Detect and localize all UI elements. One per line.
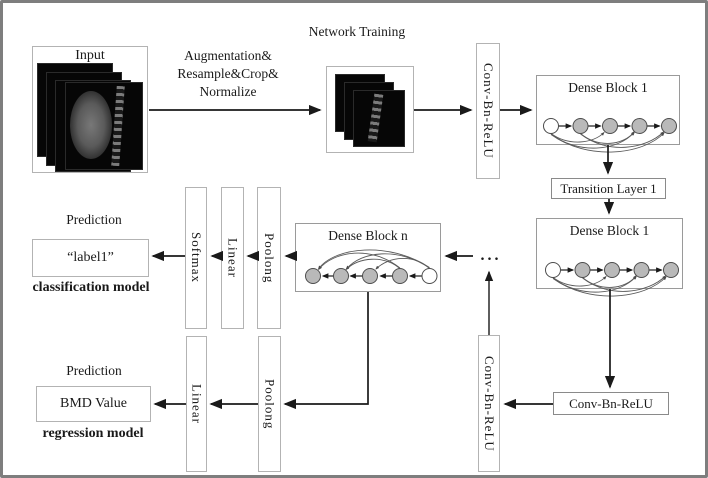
softmax-box: Softmax: [185, 187, 207, 329]
crop-spine-column: [367, 93, 384, 143]
preprocess-line-2: Resample&Crop&: [177, 66, 279, 81]
dense-block-n-label: Dense Block n: [328, 228, 408, 243]
dense-block-1-graph: [543, 118, 677, 153]
input-image-stack: [33, 47, 147, 172]
regression-output-box: BMD Value: [36, 386, 151, 422]
input-label: Input: [75, 48, 105, 63]
dense-block-2-label: Dense Block 1: [569, 223, 650, 238]
dense-block-n: Dense Block n: [295, 223, 441, 292]
dense-block-n-graph: [305, 249, 438, 284]
preprocess-text: Augmentation& Resample&Crop& Normalize: [161, 47, 295, 101]
conv-bn-relu-top: Conv-Bn-ReLU: [476, 43, 500, 179]
dense-block-1-label: Dense Block 1: [568, 80, 648, 95]
pooling-box-classification: Poolong: [257, 187, 281, 329]
ct-slice-front: [66, 83, 142, 169]
conv-bn-relu-right: Conv-Bn-ReLU: [553, 392, 669, 415]
preprocess-line-1: Augmentation&: [184, 48, 272, 63]
conv-bn-relu-mid: Conv-Bn-ReLU: [478, 335, 500, 472]
crop-slice-front: [354, 91, 404, 146]
prediction-label-classification: Prediction: [66, 212, 122, 227]
ct-soft-tissue: [70, 91, 112, 159]
classification-model-label: classification model: [32, 280, 150, 295]
network-training-title: Network Training: [308, 24, 406, 39]
preprocess-line-3: Normalize: [199, 84, 257, 99]
regression-model-label: regression model: [42, 426, 144, 441]
transition-layer-1: Transition Layer 1: [551, 178, 666, 199]
linear-box-regression: Linear: [186, 336, 207, 472]
prediction-label-regression: Prediction: [66, 363, 122, 378]
dense-block-2-graph: [545, 262, 679, 297]
ct-spine-column: [111, 85, 125, 167]
ellipsis-dots: ...: [480, 247, 502, 264]
pooling-box-regression: Poolong: [258, 336, 281, 472]
dense-block-2: Dense Block 1: [536, 218, 683, 297]
classification-output-box: “label1”: [32, 239, 149, 277]
input-box: Input: [32, 46, 148, 173]
preprocessed-image-box: [326, 66, 414, 153]
dense-block-1: Dense Block 1: [536, 75, 680, 153]
linear-box-classification: Linear: [221, 187, 244, 329]
